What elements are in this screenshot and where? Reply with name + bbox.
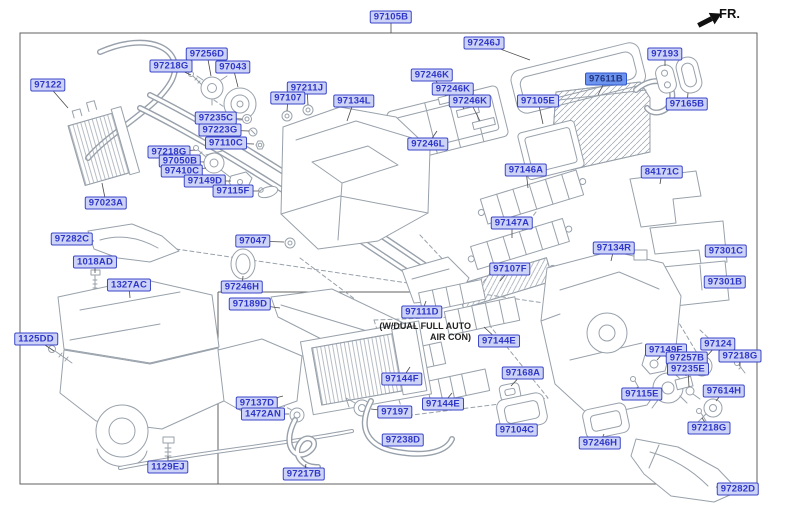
part-label-97144E[interactable]: 97144E — [478, 334, 520, 348]
part-label-1018AD[interactable]: 1018AD — [72, 255, 118, 269]
part-label-97124[interactable]: 97124 — [700, 337, 736, 351]
part-label-97301C[interactable]: 97301C — [704, 244, 748, 258]
part-label-97246H[interactable]: 97246H — [220, 280, 264, 294]
part-label-97122[interactable]: 97122 — [30, 78, 66, 92]
part-label-1129EJ[interactable]: 1129EJ — [147, 460, 189, 474]
part-label-1125DD[interactable]: 1125DD — [14, 332, 58, 346]
part-label-97282C[interactable]: 97282C — [50, 232, 94, 246]
part-label-97211J[interactable]: 97211J — [286, 81, 328, 95]
part-label-97134R[interactable]: 97134R — [592, 241, 636, 255]
part-label-97246K[interactable]: 97246K — [448, 94, 492, 108]
part-label-84171C[interactable]: 84171C — [640, 165, 684, 179]
part-label-1327AC[interactable]: 1327AC — [106, 278, 152, 292]
dual-ac-note-line1: (W/DUAL FULL AUTO — [379, 321, 471, 331]
part-label-97235E[interactable]: 97235E — [667, 362, 709, 376]
part-label-97218G[interactable]: 97218G — [687, 421, 731, 435]
part-label-97115E[interactable]: 97115E — [621, 387, 663, 401]
dual-ac-note-line2: AIR CON) — [430, 331, 471, 342]
heater-core-art — [67, 100, 141, 186]
part-label-97146A[interactable]: 97146A — [504, 163, 548, 177]
part-label-97246K[interactable]: 97246K — [410, 68, 454, 82]
part-label-97105B[interactable]: 97105B — [369, 10, 413, 24]
part-label-97614H[interactable]: 97614H — [702, 384, 746, 398]
part-label-97282D[interactable]: 97282D — [716, 482, 760, 496]
part-label-97147A[interactable]: 97147A — [490, 216, 534, 230]
part-label-97144F[interactable]: 97144F — [381, 372, 423, 386]
part-label-97246L[interactable]: 97246L — [407, 137, 449, 151]
part-label-97218G[interactable]: 97218G — [149, 59, 193, 73]
part-label-97111D[interactable]: 97111D — [401, 305, 443, 319]
part-label-97115F[interactable]: 97115F — [212, 184, 254, 198]
part-label-97047[interactable]: 97047 — [235, 234, 271, 248]
part-label-97043[interactable]: 97043 — [215, 60, 251, 74]
part-label-1472AN[interactable]: 1472AN — [240, 407, 286, 421]
exploded-parts-art — [48, 39, 746, 503]
fr-label: FR. — [719, 6, 740, 21]
part-label-97105E[interactable]: 97105E — [517, 94, 559, 108]
part-label-97218G[interactable]: 97218G — [718, 349, 762, 363]
part-label-97168A[interactable]: 97168A — [501, 366, 545, 380]
part-label-97611B[interactable]: 97611B — [585, 72, 627, 86]
part-label-97189D[interactable]: 97189D — [228, 297, 272, 311]
part-label-97104C[interactable]: 97104C — [495, 423, 539, 437]
fr-arrow-icon — [697, 12, 722, 28]
part-label-97197[interactable]: 97197 — [377, 405, 413, 419]
part-label-97193[interactable]: 97193 — [647, 47, 683, 61]
part-label-97023A[interactable]: 97023A — [84, 196, 128, 210]
part-label-97223G[interactable]: 97223G — [198, 123, 242, 137]
part-label-97107F[interactable]: 97107F — [489, 262, 531, 276]
part-label-97217B[interactable]: 97217B — [282, 467, 326, 481]
part-label-97107[interactable]: 97107 — [270, 91, 306, 105]
part-label-97144E[interactable]: 97144E — [422, 397, 464, 411]
part-label-97246J[interactable]: 97246J — [463, 36, 505, 50]
part-label-97246H[interactable]: 97246H — [578, 436, 622, 450]
part-label-97256D[interactable]: 97256D — [185, 47, 229, 61]
part-label-97238D[interactable]: 97238D — [381, 433, 425, 447]
part-label-97410C[interactable]: 97410C — [160, 164, 204, 178]
part-label-97165B[interactable]: 97165B — [665, 97, 709, 111]
part-label-97110C[interactable]: 97110C — [205, 136, 247, 150]
part-label-97301B[interactable]: 97301B — [703, 275, 747, 289]
part-label-97149D[interactable]: 97149D — [183, 174, 227, 188]
dual-ac-note: (W/DUAL FULL AUTO AIR CON) — [374, 321, 471, 342]
part-label-97134L[interactable]: 97134L — [333, 94, 375, 108]
